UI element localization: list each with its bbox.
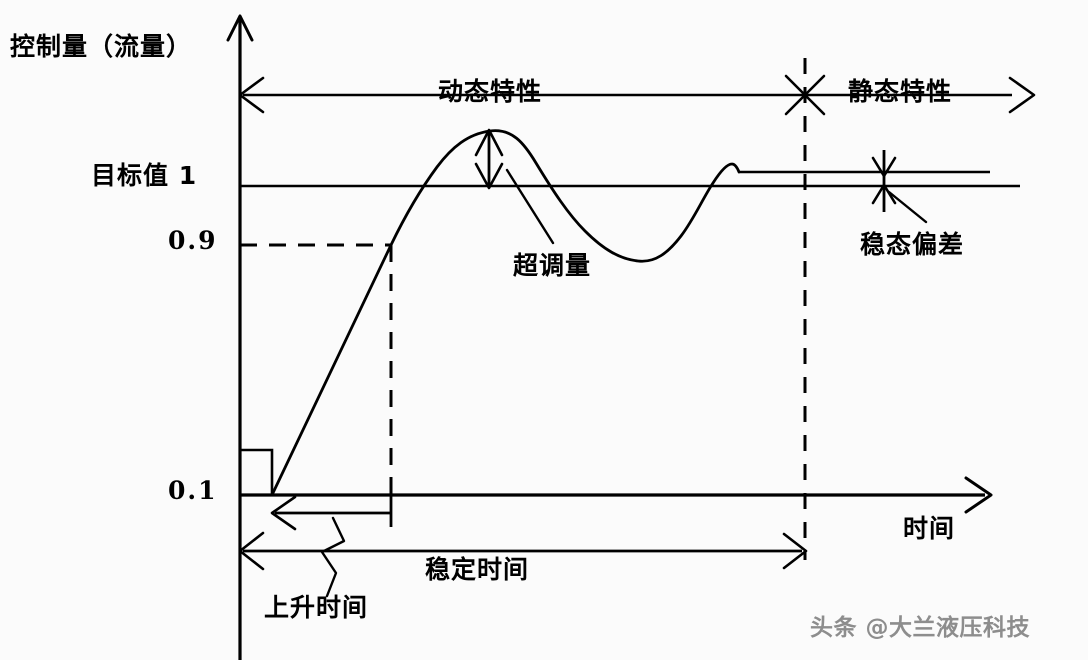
watermark-text: 头条 @大兰液压科技 <box>810 615 1031 641</box>
steady-state-error-label: 稳态偏差 <box>860 230 965 259</box>
target-value-label: 目标值 1 <box>91 161 198 190</box>
tick-label-01: 0.1 <box>168 476 218 505</box>
response-curve <box>238 129 741 497</box>
settling-time-arrow <box>238 531 808 571</box>
steady-state-error-arrow <box>871 150 928 224</box>
static-characteristics-label: 静态特性 <box>848 77 953 106</box>
rise-time-label: 上升时间 <box>264 593 369 622</box>
x-axis-title: 时间 <box>903 514 956 543</box>
x-axis <box>240 476 993 514</box>
settling-time-label: 稳定时间 <box>425 555 530 584</box>
overshoot-leader <box>505 168 555 245</box>
dynamic-characteristics-label: 动态特性 <box>438 77 543 106</box>
static-characteristics-arrow <box>805 76 1036 114</box>
initial-step-box <box>240 448 274 495</box>
tick-label-09: 0.9 <box>168 226 218 255</box>
guide-line-09 <box>240 243 393 497</box>
overshoot-label: 超调量 <box>513 251 592 280</box>
rise-time-arrow <box>270 495 393 598</box>
y-axis-title: 控制量（流量） <box>10 32 193 61</box>
overshoot-arrow <box>474 128 504 190</box>
y-axis <box>226 14 254 660</box>
